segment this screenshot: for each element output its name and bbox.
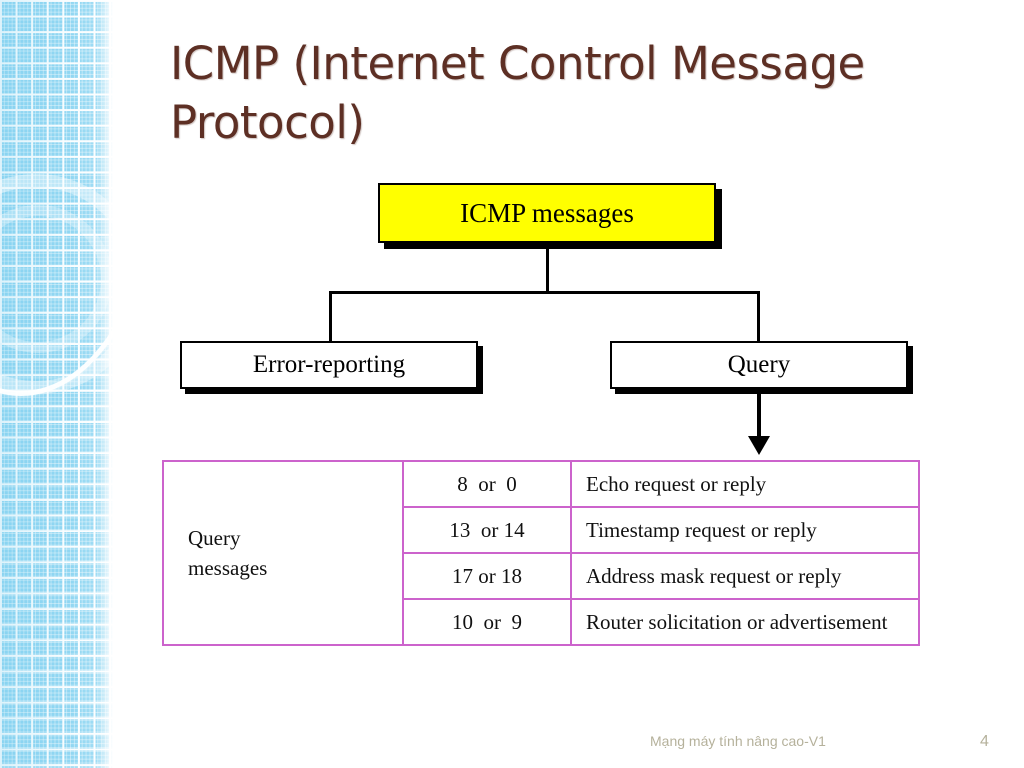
query-arrow-head-icon bbox=[748, 436, 770, 455]
table-row: 17 or 18 Address mask request or reply bbox=[163, 552, 920, 600]
table-row: 10 or 9 Router solicitation or advertise… bbox=[163, 598, 920, 646]
table-cell-code: 17 or 18 bbox=[402, 552, 572, 600]
node-error-reporting: Error-reporting bbox=[180, 341, 478, 389]
node-icmp-messages-label: ICMP messages bbox=[460, 197, 634, 228]
query-arrow-stem bbox=[757, 394, 761, 440]
footer-text: Mạng máy tính nâng cao-V1 bbox=[650, 733, 826, 749]
table-cell-description: Timestamp request or reply bbox=[570, 506, 920, 554]
table-cell-description: Router solicitation or advertisement bbox=[570, 598, 920, 646]
connector-left-vertical bbox=[329, 291, 332, 341]
table-row: 13 or 14 Timestamp request or reply bbox=[163, 506, 920, 554]
table-row-group-label-line2: messages bbox=[188, 556, 268, 580]
connector-root-vertical bbox=[546, 243, 549, 293]
page-number: 4 bbox=[980, 733, 989, 750]
connector-right-vertical bbox=[757, 291, 760, 341]
table-cell-code: 8 or 0 bbox=[402, 460, 572, 508]
table-cell-description: Address mask request or reply bbox=[570, 552, 920, 600]
node-icmp-messages: ICMP messages bbox=[378, 183, 716, 243]
table-cell-code: 13 or 14 bbox=[402, 506, 572, 554]
node-error-reporting-label: Error-reporting bbox=[252, 351, 406, 378]
sidebar-edge-fade bbox=[97, 0, 113, 768]
table-cell-code: 10 or 9 bbox=[402, 598, 572, 646]
decorative-sidebar bbox=[0, 0, 113, 768]
connector-horizontal-bus bbox=[329, 291, 759, 294]
query-messages-table: Query messages 8 or 0 Echo request or re… bbox=[162, 460, 920, 646]
table-row-group-label: Query messages bbox=[162, 460, 404, 646]
node-query-label: Query bbox=[727, 351, 791, 378]
table-row-group-label-line1: Query bbox=[188, 525, 241, 550]
table-row: Query messages 8 or 0 Echo request or re… bbox=[162, 460, 920, 646]
node-query: Query bbox=[610, 341, 908, 389]
table-cell-description: Echo request or reply bbox=[570, 460, 920, 508]
page-title: ICMP (Internet Control Message Protocol) bbox=[170, 37, 865, 150]
